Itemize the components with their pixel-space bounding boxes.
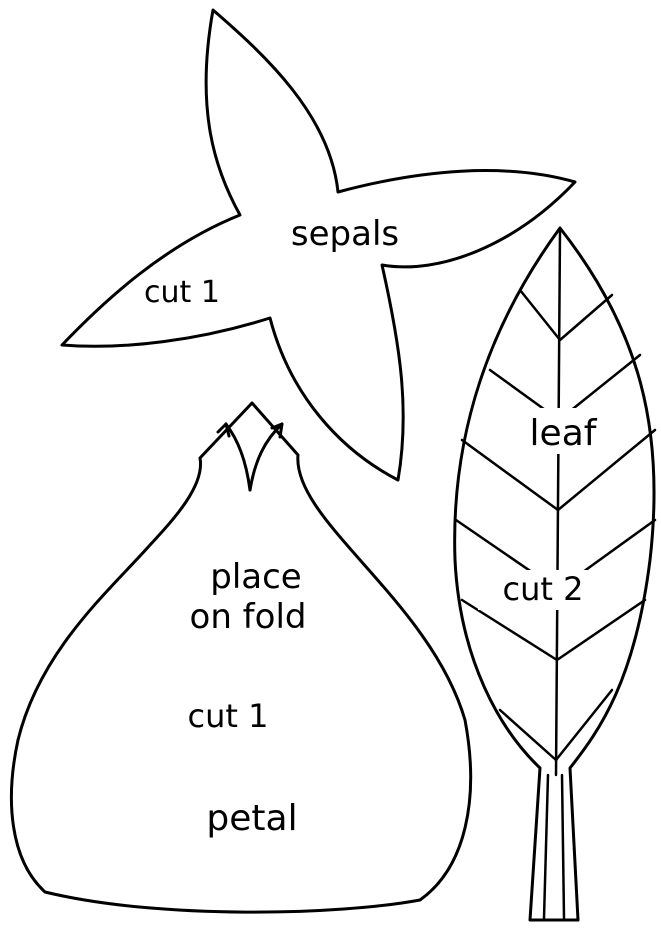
sepals-title: sepals bbox=[291, 214, 399, 254]
leaf-title: leaf bbox=[530, 413, 598, 454]
petal-fold-line1: place bbox=[210, 557, 301, 597]
leaf-stem bbox=[544, 775, 564, 918]
leaf-piece: leaf cut 2 bbox=[455, 228, 655, 920]
sepals-instruction: cut 1 bbox=[144, 275, 220, 310]
petal-instruction: cut 1 bbox=[188, 697, 269, 735]
petal-title: petal bbox=[206, 798, 297, 839]
petal-fold-line2: on fold bbox=[190, 597, 307, 637]
leaf-instruction: cut 2 bbox=[503, 570, 584, 608]
sepals-piece: sepals cut 1 bbox=[62, 10, 575, 480]
fold-arrows bbox=[218, 424, 282, 490]
petal-piece: place on fold cut 1 petal bbox=[11, 403, 470, 912]
